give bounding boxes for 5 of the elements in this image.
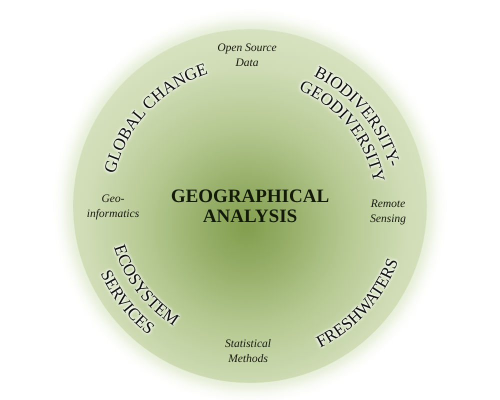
center-title: GEOGRAPHICAL ANALYSIS [170,187,330,227]
small-label: Open Source Data [216,41,278,71]
small-label: Statistical Methods [224,337,272,367]
small-label: Geo- informatics [86,192,140,222]
small-label: Remote Sensing [369,197,407,227]
